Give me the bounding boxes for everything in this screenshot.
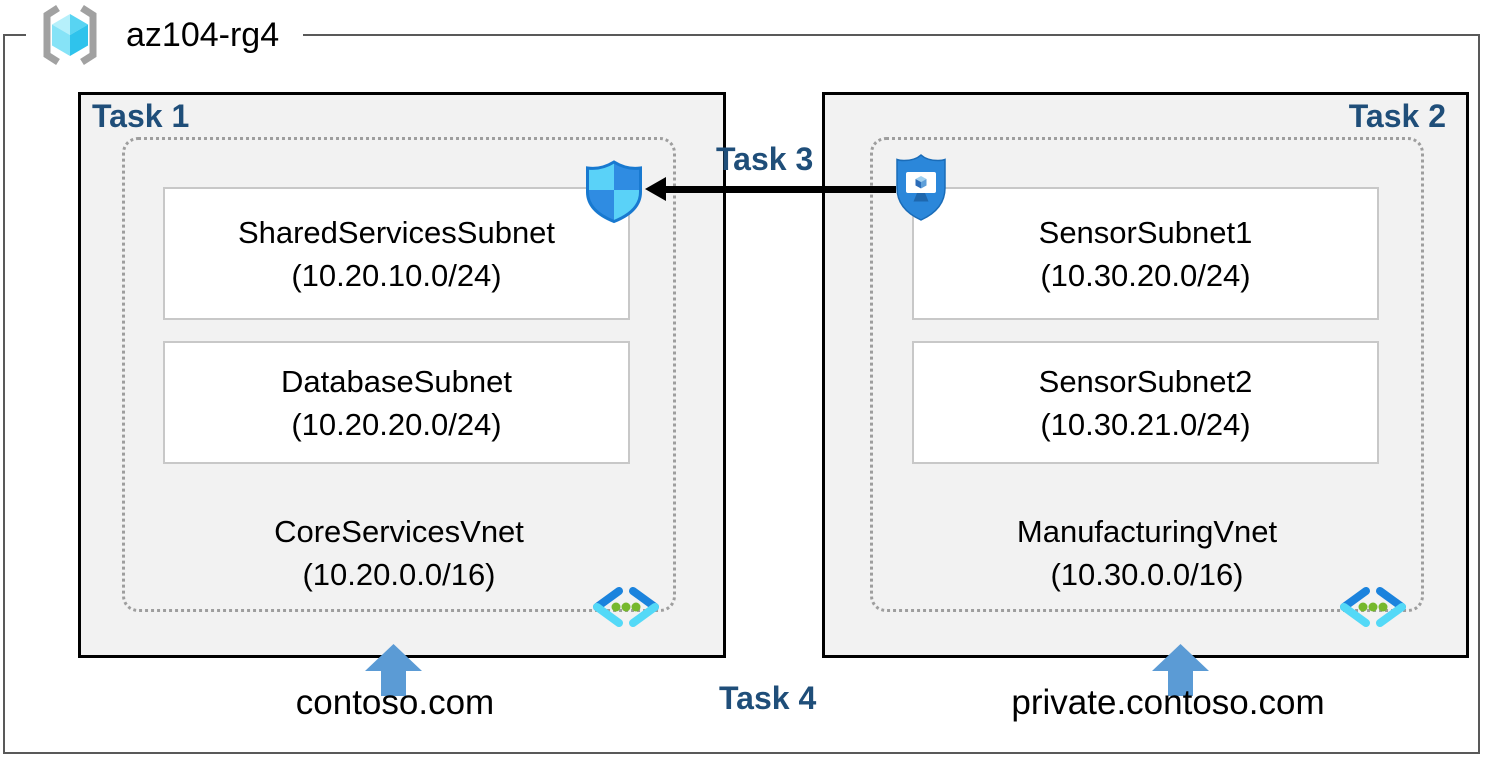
- subnet-cidr: (10.20.20.0/24): [291, 406, 502, 442]
- subnet-cidr: (10.20.10.0/24): [291, 257, 502, 293]
- vnet-cidr: (10.20.0.0/16): [302, 557, 496, 592]
- core-services-vnet-label: CoreServicesVnet (10.20.0.0/16): [122, 510, 676, 596]
- bastion-shield-vm-icon: [896, 153, 946, 221]
- vnet-cidr: (10.30.0.0/16): [1050, 557, 1244, 592]
- sensor-subnet1-box: SensorSubnet1 (10.30.20.0/24): [912, 187, 1379, 320]
- subnet-cidr: (10.30.21.0/24): [1040, 406, 1251, 442]
- contoso-dns-label: contoso.com: [295, 683, 495, 722]
- subnet-name: SensorSubnet1: [1038, 214, 1253, 250]
- resource-group-frame: [3, 34, 1480, 754]
- network-security-group-icon: [586, 160, 642, 224]
- virtual-network-icon: [593, 587, 659, 627]
- virtual-network-icon: [1340, 587, 1406, 627]
- dns-up-arrow-icon: [1152, 644, 1209, 696]
- subnet-name: SharedServicesSubnet: [237, 214, 556, 250]
- subnet-name: DatabaseSubnet: [281, 363, 512, 399]
- manufacturing-vnet-boundary: [870, 137, 1424, 612]
- task1-label: Task 1: [92, 98, 190, 134]
- resource-group-icon: [43, 5, 97, 65]
- core-services-vnet-boundary: [122, 137, 676, 612]
- task3-label: Task 3: [716, 141, 814, 177]
- task3-arrow-head: [645, 177, 666, 201]
- manufacturing-vnet-label: ManufacturingVnet (10.30.0.0/16): [870, 510, 1424, 596]
- shared-services-subnet-box: SharedServicesSubnet (10.20.10.0/24): [163, 187, 630, 320]
- resource-group-name: az104-rg4: [126, 15, 280, 54]
- resource-group-label: az104-rg4: [26, 2, 304, 68]
- vnet-name: CoreServicesVnet: [274, 514, 524, 549]
- task4-label: Task 4: [719, 680, 817, 716]
- vnet-name: ManufacturingVnet: [1016, 514, 1278, 549]
- sensor-subnet2-box: SensorSubnet2 (10.30.21.0/24): [912, 341, 1379, 464]
- subnet-cidr: (10.30.20.0/24): [1040, 257, 1251, 293]
- private-contoso-dns-label: private.contoso.com: [1011, 683, 1325, 722]
- task2-label: Task 2: [1348, 98, 1446, 134]
- dns-up-arrow-icon: [365, 644, 422, 696]
- task3-arrow-line: [664, 186, 896, 193]
- database-subnet-box: DatabaseSubnet (10.20.20.0/24): [163, 341, 630, 464]
- subnet-name: SensorSubnet2: [1038, 363, 1253, 399]
